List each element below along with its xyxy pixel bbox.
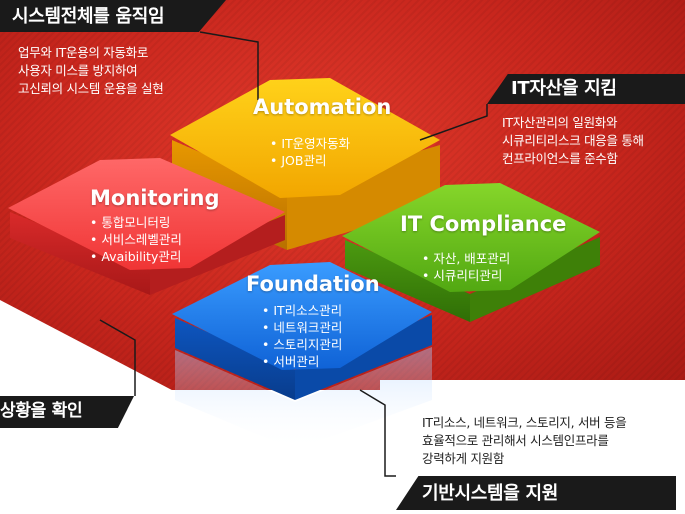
desc-line: IT자산관리의 일원화와 xyxy=(502,115,618,130)
desc-system-control: 업무와 IT운용의 자동화로 사용자 미스를 방지하여 고신뢰의 시스템 운용을… xyxy=(18,44,164,98)
monitoring-title: Monitoring xyxy=(90,186,220,210)
desc-line: 컨프라이언스를 준수함 xyxy=(502,151,618,166)
compliance-block xyxy=(342,183,600,322)
foundation-title: Foundation xyxy=(246,272,380,296)
label-system-control: 시스템전체를 움직임 xyxy=(0,0,226,32)
desc-line: 효율적으로 관리해서 시스템인프라를 xyxy=(422,433,609,448)
automation-title: Automation xyxy=(253,95,392,119)
desc-line: 업무와 IT운용의 자동화로 xyxy=(18,45,149,60)
desc-line: 개발생조짐을 예측 xyxy=(0,369,94,384)
foundation-items: IT리소스관리 네트워크관리 스토리지관리 서버관리 xyxy=(262,302,342,370)
desc-it-asset: IT자산관리의 일원화와 시큐리티리스크 대응을 통해 컨프라이언스를 준수함 xyxy=(502,114,644,168)
desc-line: 시스템의 가동상황 xyxy=(0,351,94,366)
monitoring-items: 통합모니터링 서비스레벨관리 Avaibility관리 xyxy=(90,214,182,265)
list-item: 시큐리티관리 xyxy=(422,267,510,284)
desc-line: 사용자 미스를 방지하여 xyxy=(18,63,138,78)
compliance-items: 자산, 배포관리 시큐리티관리 xyxy=(422,250,510,284)
automation-items: IT운영자동화 JOB관리 xyxy=(270,135,350,169)
desc-line: 고신뢰의 시스템 운용을 실현 xyxy=(18,81,164,96)
desc-line: 강력하게 지원함 xyxy=(422,451,505,466)
label-it-asset-protect: IT자산을 지킴 xyxy=(487,74,685,104)
label-support-infra: 기반시스템을 지원 xyxy=(396,476,676,510)
list-item: IT운영자동화 xyxy=(270,135,350,152)
list-item: 네트워크관리 xyxy=(262,319,342,336)
list-item: JOB관리 xyxy=(270,152,350,169)
list-item: Avaibility관리 xyxy=(90,248,182,265)
label-check-status: 상황을 확인 xyxy=(0,396,134,428)
connector-lines xyxy=(99,31,488,477)
compliance-title: IT Compliance xyxy=(400,212,567,236)
list-item: 스토리지관리 xyxy=(262,336,342,353)
desc-line: 시큐리티리스크 대응을 통해 xyxy=(502,133,644,148)
list-item: 통합모니터링 xyxy=(90,214,182,231)
desc-check-status: 시스템의 가동상황 개발생조짐을 예측 xyxy=(0,350,94,386)
list-item: IT리소스관리 xyxy=(262,302,342,319)
desc-support-infra: IT리소스, 네트워크, 스토리지, 서버 등을 효율적으로 관리해서 시스템인… xyxy=(422,414,627,468)
list-item: 자산, 배포관리 xyxy=(422,250,510,267)
list-item: 서버관리 xyxy=(262,353,342,370)
desc-line: IT리소스, 네트워크, 스토리지, 서버 등을 xyxy=(422,415,627,430)
list-item: 서비스레벨관리 xyxy=(90,231,182,248)
